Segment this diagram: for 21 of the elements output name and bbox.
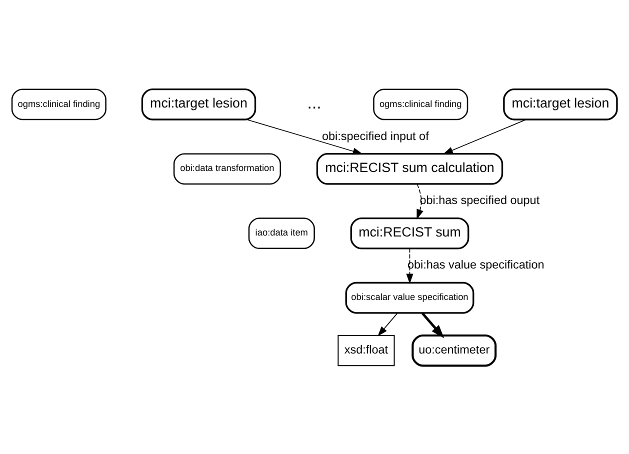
arrow xyxy=(378,312,398,336)
arrow xyxy=(246,118,363,154)
arrow xyxy=(416,183,424,219)
edge-label: obi:has value specification xyxy=(407,258,544,272)
node-box: ogms:clinical finding xyxy=(11,88,106,120)
node-box: ogms:clinical finding xyxy=(373,88,468,120)
node-box: obi:data transformation xyxy=(173,152,281,184)
label: ... xyxy=(307,93,322,112)
arrow xyxy=(421,312,444,338)
node-box: uo:centimeter xyxy=(412,334,497,366)
arrow xyxy=(442,118,527,154)
node-box: obi:scalar value specification xyxy=(345,281,474,314)
node-box: xsd:float xyxy=(338,334,395,366)
node-box: iao:data item xyxy=(248,217,315,249)
node-box: mci:target lesion xyxy=(503,88,618,120)
edge-label: obi:specified input of xyxy=(322,129,429,142)
node-box: mci:RECIST sum calculation xyxy=(316,152,504,184)
node-box: mci:RECIST sum xyxy=(350,216,470,249)
arrow xyxy=(406,248,414,284)
node-box: mci:target lesion xyxy=(141,88,256,120)
edge-label: obi:has specified ouput xyxy=(420,194,540,207)
